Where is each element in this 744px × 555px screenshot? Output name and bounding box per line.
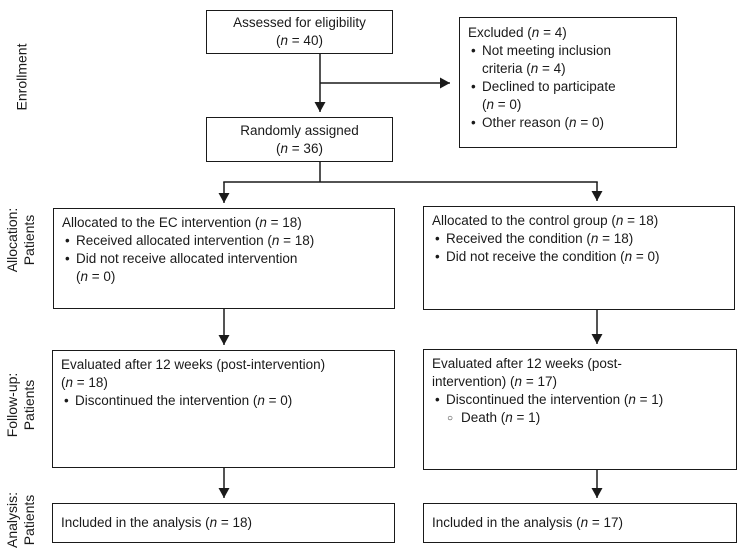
box-excluded: Excluded (n = 4) Not meeting inclusioncr…: [459, 17, 677, 148]
followup-control-title: Evaluated after 12 weeks (post-intervent…: [432, 356, 622, 389]
allocation-ec-bullet: Did not receive allocated intervention(n…: [62, 250, 386, 286]
followup-control-subbullet-list: Death (n = 1): [446, 409, 728, 428]
assessed-text: Assessed for eligibility(n = 40): [233, 15, 366, 48]
box-analysis-control: Included in the analysis (n = 17): [423, 503, 737, 543]
allocation-ec-bullet: Received allocated intervention (n = 18): [62, 232, 386, 250]
followup-control-bullet-text: Discontinued the intervention (n = 1): [446, 392, 664, 407]
followup-control-bullet: Discontinued the intervention (n = 1) De…: [432, 391, 728, 428]
box-allocation-ec: Allocated to the EC intervention (n = 18…: [53, 208, 395, 309]
followup-ec-title: Evaluated after 12 weeks (post-intervent…: [61, 357, 326, 390]
stage-label-followup: Follow-up: Patients: [4, 372, 37, 438]
followup-ec-bullet: Discontinued the intervention (n = 0): [61, 392, 386, 410]
excluded-bullet: Declined to participate(n = 0): [468, 78, 668, 114]
followup-control-subbullet: Death (n = 1): [446, 409, 728, 428]
box-followup-control: Evaluated after 12 weeks (post-intervent…: [423, 349, 737, 470]
allocation-control-bullet-list: Received the condition (n = 18) Did not …: [432, 230, 726, 266]
stage-label-allocation: Allocation: Patients: [4, 207, 37, 273]
followup-ec-bullet-list: Discontinued the intervention (n = 0): [61, 392, 386, 410]
allocation-ec-title: Allocated to the EC intervention (n = 18…: [62, 215, 302, 230]
box-randomized: Randomly assigned(n = 36): [206, 117, 393, 162]
randomized-text: Randomly assigned(n = 36): [240, 122, 359, 156]
box-allocation-control: Allocated to the control group (n = 18) …: [423, 206, 735, 310]
stage-label-analysis: Analysis: Patients: [4, 491, 37, 549]
analysis-ec-text: Included in the analysis (n = 18): [61, 515, 253, 530]
allocation-control-bullet: Did not receive the condition (n = 0): [432, 248, 726, 266]
box-assessed: Assessed for eligibility(n = 40): [206, 10, 393, 54]
excluded-bullet: Other reason (n = 0): [468, 114, 668, 132]
allocation-control-bullet: Received the condition (n = 18): [432, 230, 726, 248]
box-analysis-ec: Included in the analysis (n = 18): [52, 503, 395, 543]
followup-control-bullet-list: Discontinued the intervention (n = 1) De…: [432, 391, 728, 428]
box-followup-ec: Evaluated after 12 weeks (post-intervent…: [52, 350, 395, 468]
analysis-control-text: Included in the analysis (n = 17): [432, 515, 624, 530]
allocation-ec-bullet-list: Received allocated intervention (n = 18)…: [62, 232, 386, 286]
stage-label-enrollment: Enrollment: [13, 43, 30, 111]
excluded-title: Excluded (n = 4): [468, 25, 567, 40]
allocation-control-title: Allocated to the control group (n = 18): [432, 213, 659, 228]
